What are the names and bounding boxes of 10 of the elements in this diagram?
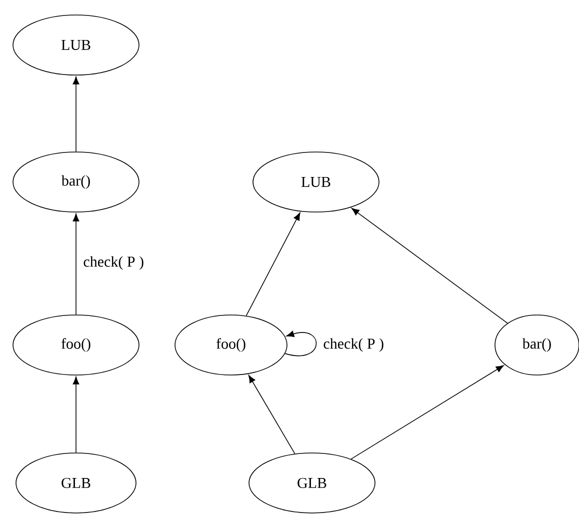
- edge-label: check( P ): [82, 255, 145, 271]
- arrow: [350, 365, 504, 460]
- arrow: [72, 214, 80, 315]
- edge-label: check( P ): [322, 337, 385, 353]
- arrow: [248, 374, 296, 454]
- arrow: [351, 208, 508, 324]
- arrow: [284, 330, 317, 356]
- arrow: [72, 76, 80, 152]
- arrow: [72, 376, 80, 453]
- arrow: [246, 212, 300, 316]
